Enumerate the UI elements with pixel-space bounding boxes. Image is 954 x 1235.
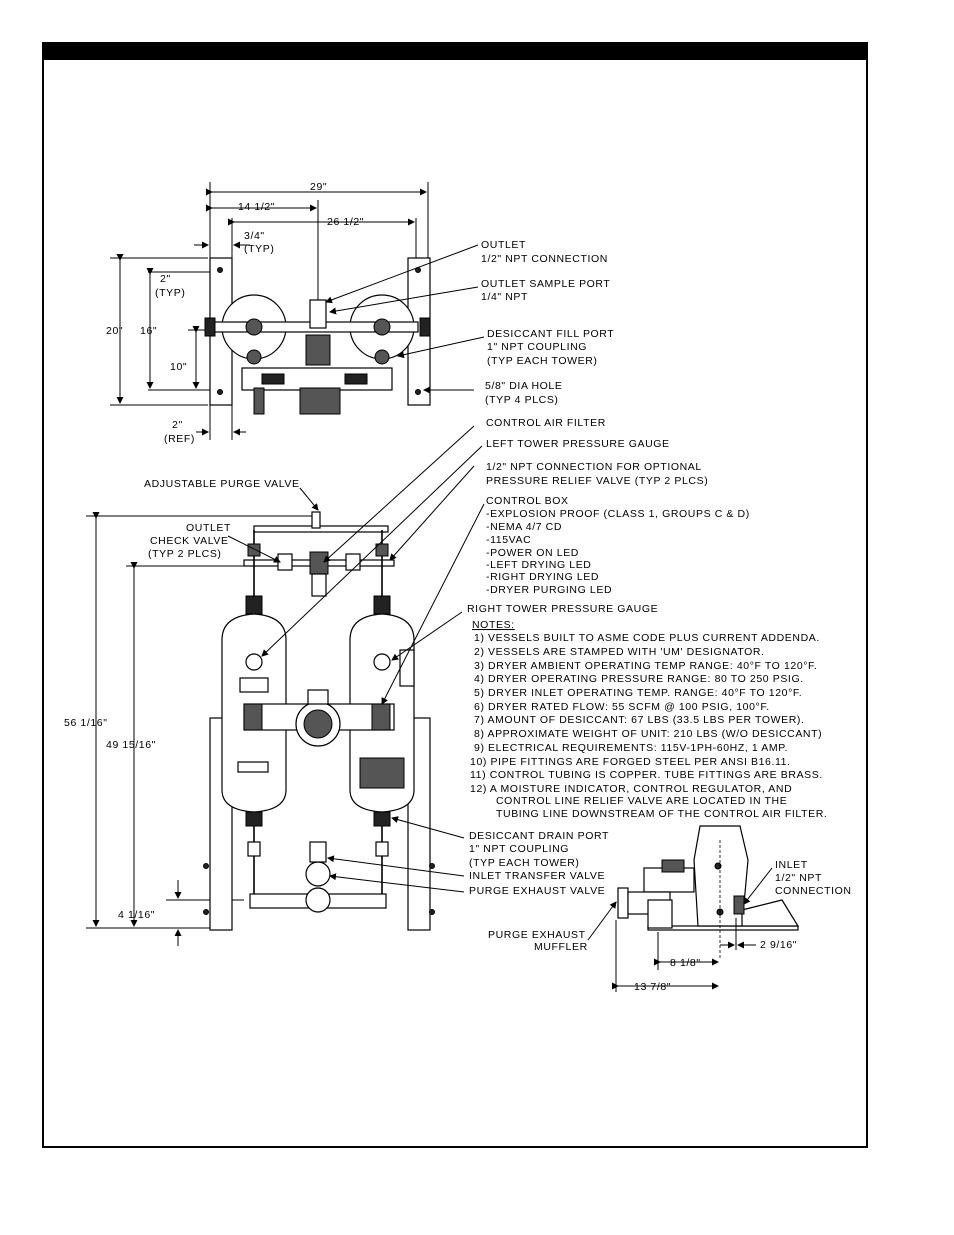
callout-right-gauge: RIGHT TOWER PRESSURE GAUGE <box>467 603 658 615</box>
dim-2-9-16: 2 9/16" <box>760 939 797 951</box>
callout-dia-hole-2: (TYP 4 PLCS) <box>485 394 559 406</box>
dim-2-ref-note: (REF) <box>164 433 195 445</box>
note-12-cont-2: TUBING LINE DOWNSTREAM OF THE CONTROL AI… <box>496 808 827 820</box>
callout-outlet: OUTLET <box>481 239 526 251</box>
callout-inlet-size: 1/2" NPT <box>775 872 822 884</box>
dim-56: 56 1/16" <box>64 717 108 729</box>
dim-3-4-typ: (TYP) <box>244 243 274 255</box>
callout-inlet-conn: CONNECTION <box>775 885 852 897</box>
note-6: 6) DRYER RATED FLOW: 55 SCFM @ 100 PSIG,… <box>474 701 770 713</box>
notes-title: NOTES: <box>472 619 515 631</box>
callout-desiccant-drain-3: (TYP EACH TOWER) <box>469 857 580 869</box>
dim-20: 20" <box>106 325 123 337</box>
note-1: 1) VESSELS BUILT TO ASME CODE PLUS CURRE… <box>474 632 820 644</box>
callout-purge-exhaust-valve: PURGE EXHAUST VALVE <box>469 885 605 897</box>
callout-outlet-size: 1/2" NPT CONNECTION <box>481 253 608 265</box>
callout-desiccant-fill-3: (TYP EACH TOWER) <box>487 355 598 367</box>
dim-16: 16" <box>140 325 157 337</box>
note-7: 7) AMOUNT OF DESICCANT: 67 LBS (33.5 LBS… <box>474 714 805 726</box>
dim-3-4: 3/4" <box>244 230 265 242</box>
callout-inlet-transfer: INLET TRANSFER VALVE <box>469 870 605 882</box>
callout-left-gauge: LEFT TOWER PRESSURE GAUGE <box>486 438 670 450</box>
callout-relief-conn-2: PRESSURE RELIEF VALVE (TYP 2 PLCS) <box>486 475 708 487</box>
front-view: 56 1/16" 49 15/16" 4 1/16" <box>64 511 435 946</box>
note-5: 5) DRYER INLET OPERATING TEMP. RANGE: 40… <box>474 687 802 699</box>
note-12-cont-1: CONTROL LINE RELIEF VALVE ARE LOCATED IN… <box>496 795 787 807</box>
note-11: 11) CONTROL TUBING IS COPPER. TUBE FITTI… <box>470 769 823 781</box>
dim-8-1-8: 8 1/8" <box>670 957 701 969</box>
callout-purge-muffler: PURGE EXHAUST <box>488 929 586 941</box>
inlet-transfer-valve-shape <box>305 861 331 887</box>
left-pressure-gauge <box>245 653 263 671</box>
callout-desiccant-fill: DESICCANT FILL PORT <box>487 328 614 340</box>
callout-control-box-5: -LEFT DRYING LED <box>486 559 591 571</box>
callout-control-box: CONTROL BOX <box>486 495 569 507</box>
callout-outlet-check-3: (TYP 2 PLCS) <box>148 548 222 560</box>
note-9: 9) ELECTRICAL REQUIREMENTS: 115V-1PH-60H… <box>474 742 788 754</box>
dim-13-7-8: 13 7/8" <box>634 981 671 993</box>
callout-control-box-1: -EXPLOSION PROOF (CLASS 1, GROUPS C & D) <box>486 508 750 520</box>
note-8: 8) APPROXIMATE WEIGHT OF UNIT: 210 LBS (… <box>474 728 822 740</box>
callout-outlet-check-2: CHECK VALVE <box>150 535 229 547</box>
callout-relief-conn: 1/2" NPT CONNECTION FOR OPTIONAL <box>486 461 702 473</box>
notes: NOTES: 1) VESSELS BUILT TO ASME CODE PLU… <box>470 619 827 820</box>
callout-desiccant-fill-2: 1" NPT COUPLING <box>487 341 587 353</box>
callout-adjustable-purge: ADJUSTABLE PURGE VALVE <box>144 478 300 490</box>
note-3: 3) DRYER AMBIENT OPERATING TEMP RANGE: 4… <box>474 660 817 672</box>
callout-desiccant-drain: DESICCANT DRAIN PORT <box>469 830 609 842</box>
callout-purge-muffler-2: MUFFLER <box>534 941 588 953</box>
dim-10: 10" <box>170 361 187 373</box>
callout-control-box-4: -POWER ON LED <box>486 547 579 559</box>
callout-outlet-check: OUTLET <box>186 522 231 534</box>
callout-dia-hole: 5/8" DIA HOLE <box>485 380 562 392</box>
callout-control-box-7: -DRYER PURGING LED <box>486 584 612 596</box>
dim-2-typ: 2" <box>160 273 171 285</box>
callout-control-air-filter: CONTROL AIR FILTER <box>486 417 606 429</box>
dim-2-ref: 2" <box>172 419 183 431</box>
dim-14-1-2: 14 1/2" <box>238 201 275 213</box>
callout-desiccant-drain-2: 1" NPT COUPLING <box>469 843 569 855</box>
dim-4-1-16: 4 1/16" <box>118 909 155 921</box>
callout-outlet-sample: OUTLET SAMPLE PORT <box>481 278 610 290</box>
title-bar <box>42 42 868 60</box>
note-12: 12) A MOISTURE INDICATOR, CONTROL REGULA… <box>470 783 792 795</box>
dim-26-1-2: 26 1/2" <box>327 216 364 228</box>
callout-outlet-sample-size: 1/4" NPT <box>481 291 528 303</box>
dim-29: 29" <box>310 181 327 193</box>
top-view: 29" 14 1/2" 26 1/2" 3/4" (TYP) 20" 16" 1… <box>106 181 431 445</box>
callout-control-box-2: -NEMA 4/7 CD <box>486 521 562 533</box>
purge-muffler-shape <box>617 887 629 919</box>
callout-inlet: INLET <box>775 859 808 871</box>
callout-control-box-3: -115VAC <box>486 534 531 546</box>
note-2: 2) VESSELS ARE STAMPED WITH 'UM' DESIGNA… <box>474 646 765 658</box>
dim-2-typ-note: (TYP) <box>155 287 185 299</box>
note-10: 10) PIPE FITTINGS ARE FORGED STEEL PER A… <box>470 756 791 768</box>
callout-control-box-6: -RIGHT DRYING LED <box>486 571 599 583</box>
note-4: 4) DRYER OPERATING PRESSURE RANGE: 80 TO… <box>474 673 804 685</box>
side-view: 2 9/16" 8 1/8" 13 7/8" <box>612 825 800 993</box>
right-pressure-gauge <box>373 653 391 671</box>
dim-49: 49 15/16" <box>106 739 156 751</box>
